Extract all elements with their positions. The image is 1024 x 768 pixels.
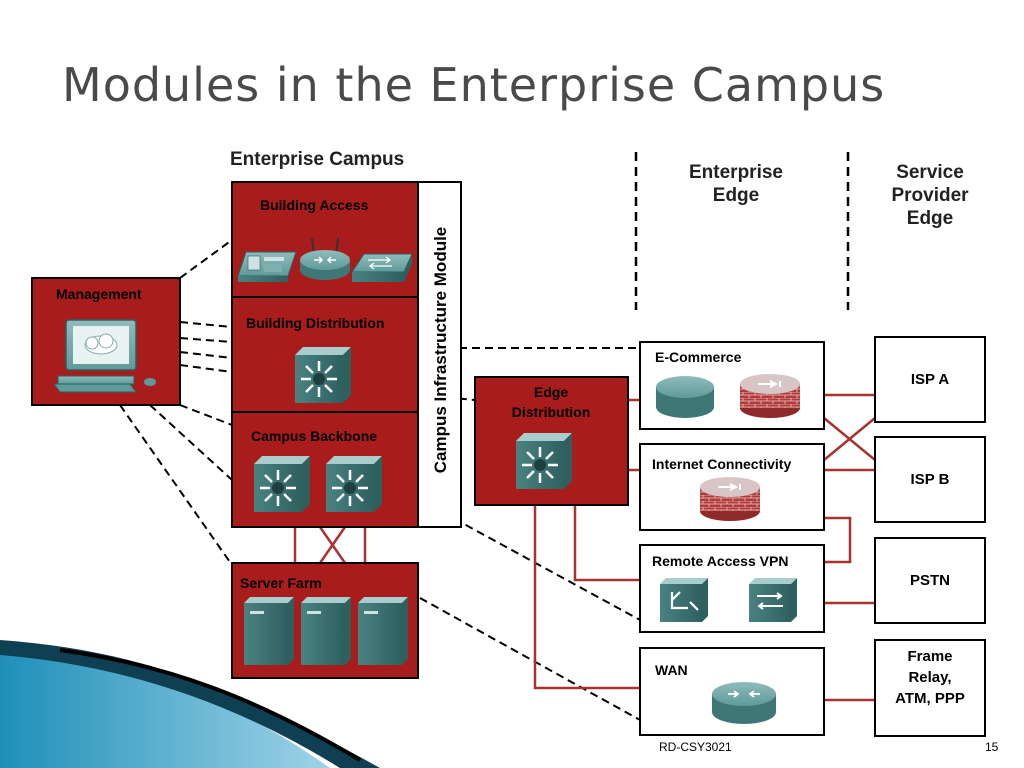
network-links	[293, 393, 876, 702]
decorative-swoosh	[0, 640, 380, 768]
building-distribution-label: Building Distribution	[246, 315, 385, 331]
management-label: Management	[56, 286, 142, 302]
campus-backbone-label: Campus Backbone	[251, 428, 378, 444]
vpn-concentrator-icon	[749, 578, 797, 622]
pc-icon	[53, 319, 156, 393]
edge-distribution-label: Edge Distribution	[511, 384, 591, 420]
building-access-label: Building Access	[260, 197, 369, 213]
frame-relay-label: Frame Relay, ATM, PPP	[895, 648, 965, 707]
wireless-router-icon	[300, 237, 350, 280]
isp-b-module[interactable]	[874, 436, 986, 523]
server-icon	[244, 597, 294, 665]
footer-course-code: RD-CSY3021	[659, 740, 732, 754]
multilayer-switch-icon	[254, 456, 310, 512]
internet-connectivity-label: Internet Connectivity	[652, 456, 792, 472]
server-farm-label: Server Farm	[240, 575, 322, 591]
multilayer-switch-icon	[326, 456, 382, 512]
enterprise-edge-header: Enterprise Edge	[689, 162, 783, 206]
server-icon	[301, 597, 351, 665]
enterprise-campus-header: Enterprise Campus	[230, 149, 405, 170]
pstn-module[interactable]	[874, 537, 986, 624]
campus-infrastructure-label: Campus Infrastructure Module	[431, 226, 450, 474]
isp-b-label: ISP B	[910, 471, 950, 488]
switch-icon	[351, 253, 413, 282]
pstn-label: PSTN	[909, 572, 950, 589]
multilayer-switch-icon	[516, 433, 572, 489]
wan-label: WAN	[655, 662, 688, 678]
slide-title: Modules in the Enterprise Campus	[62, 58, 886, 112]
ecommerce-label: E-Commerce	[655, 349, 742, 365]
server-icon	[358, 597, 408, 665]
isp-a-module[interactable]	[874, 336, 986, 423]
frame-relay-module[interactable]	[874, 639, 986, 737]
service-provider-edge-header: Service Provider Edge	[891, 162, 969, 229]
remote-access-vpn-label: Remote Access VPN	[652, 553, 789, 569]
multilayer-switch-icon	[295, 347, 351, 403]
router-icon	[712, 682, 776, 724]
router-icon	[656, 376, 714, 418]
page-number: 15	[985, 740, 999, 754]
ip-phone-icon	[237, 251, 297, 282]
isp-a-label: ISP A	[910, 371, 950, 388]
vpn-concentrator-icon	[660, 578, 708, 622]
firewall-icon	[740, 374, 800, 418]
firewall-icon	[700, 477, 760, 521]
